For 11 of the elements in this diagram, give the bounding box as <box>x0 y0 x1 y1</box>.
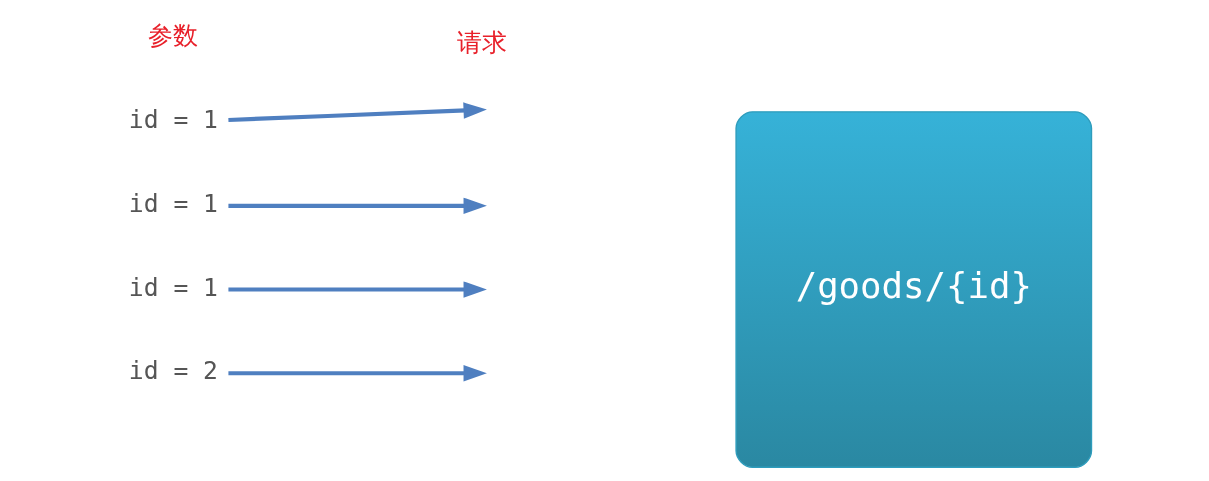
arrow <box>227 365 487 382</box>
node-text: id = 2 <box>128 356 218 386</box>
node-box: /goods/{id} <box>734 111 1092 468</box>
arrow <box>227 281 487 298</box>
arrow <box>227 102 487 122</box>
node-text: id = 1 <box>128 188 218 218</box>
node-text: id = 1 <box>128 105 218 135</box>
label: 请求 <box>456 28 507 58</box>
node-text: id = 1 <box>128 272 218 302</box>
label: 参数 <box>147 21 198 51</box>
arrow <box>227 197 487 215</box>
